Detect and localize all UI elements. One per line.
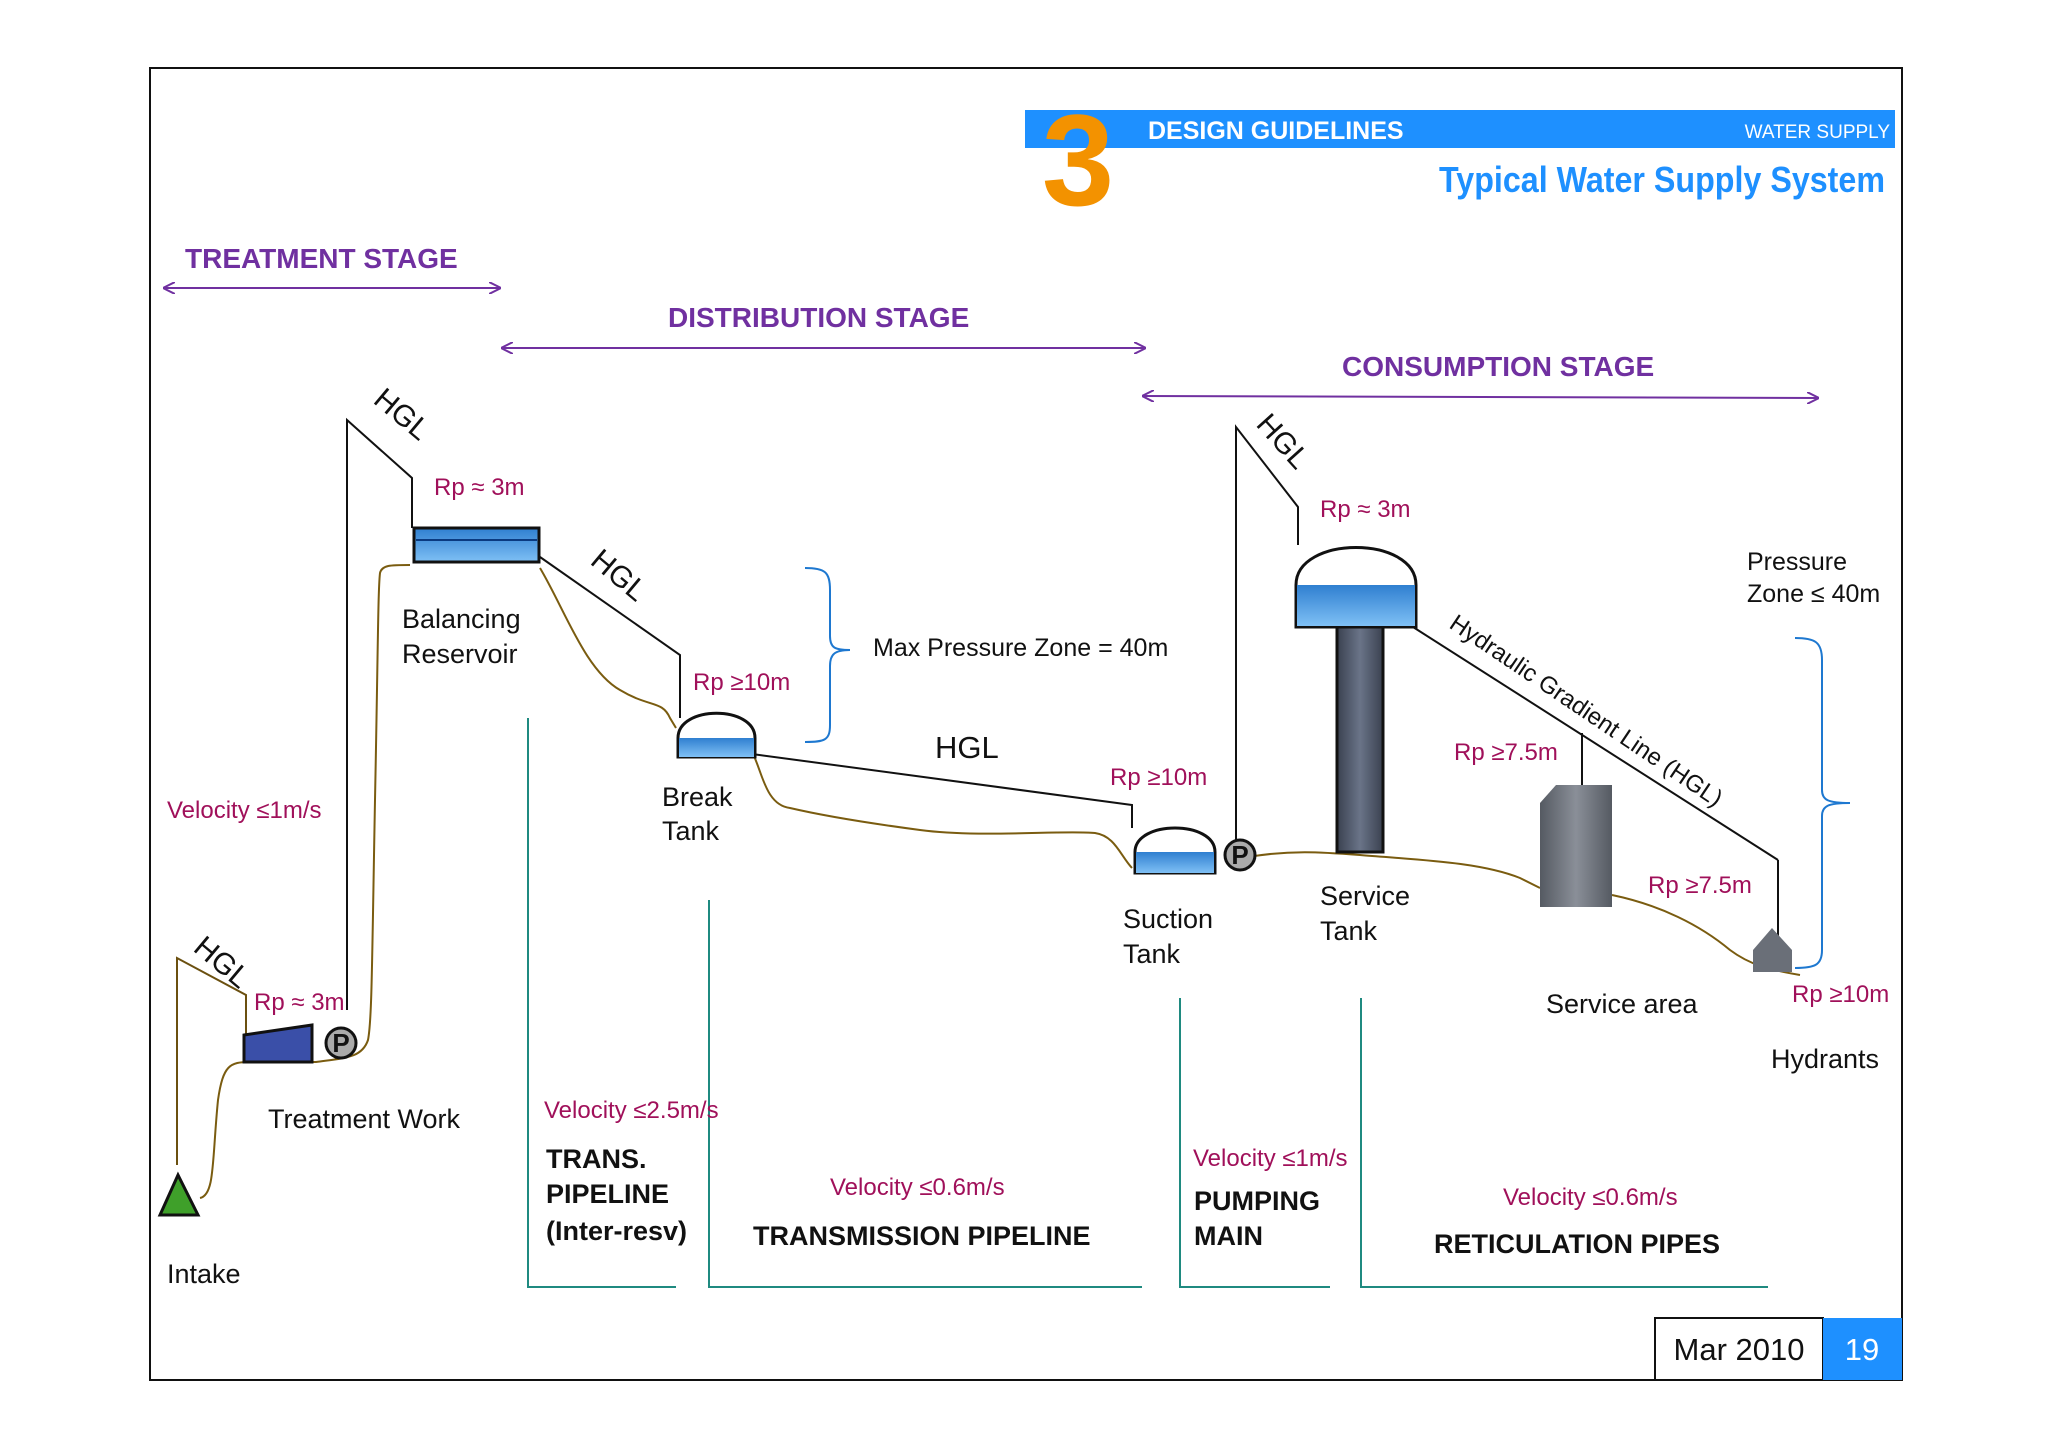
trans-pipeline-velocity-label: Velocity ≤2.5m/s — [544, 1097, 719, 1124]
reservoir-pressure-label: Rp ≈ 3m — [434, 474, 525, 501]
suction-tank-label-line1: Suction — [1123, 904, 1213, 934]
treatment-stage-label: TREATMENT STAGE — [185, 243, 458, 274]
treatment-pump-label: P — [332, 1028, 349, 1058]
page-number: 19 — [1845, 1332, 1879, 1367]
pressure-zone-label-line1: Pressure — [1747, 548, 1847, 576]
service-tank-label-line1: Service — [1320, 881, 1410, 911]
transmission-hgl-label: HGL — [935, 730, 999, 765]
trans-pipeline-label-line3: (Inter-resv) — [546, 1216, 687, 1246]
service-tank-pressure-label: Rp ≈ 3m — [1320, 496, 1411, 523]
treatment-work-icon — [242, 1023, 314, 1064]
suction-tank-water — [1136, 852, 1214, 873]
pumping-main-bracket — [1179, 998, 1330, 1288]
trans-pipeline-label-line1: TRANS. — [546, 1144, 647, 1174]
transmission-pipeline-label: TRANSMISSION PIPELINE — [753, 1221, 1091, 1251]
suction-tank-label-line2: Tank — [1123, 939, 1181, 969]
pumping-main-label-line2: MAIN — [1194, 1221, 1263, 1251]
pressure-zone-label-line2: Zone ≤ 40m — [1747, 580, 1880, 608]
consumption-stage-arrow — [1143, 396, 1818, 398]
balancing-reservoir-label-line2: Reservoir — [402, 639, 518, 669]
break-tank-water — [679, 738, 754, 757]
footer-page-box — [1823, 1318, 1902, 1380]
suction-tank-pressure-label: Rp ≥10m — [1110, 764, 1207, 791]
pumping-pump-icon — [1223, 838, 1257, 872]
pumping-hgl-line — [1235, 424, 1299, 845]
reservoir-hgl-line — [539, 556, 681, 718]
reticulation-pipes-label: RETICULATION PIPES — [1434, 1229, 1720, 1259]
treatment-hgl-label: HGL — [368, 382, 436, 447]
slide-frame — [149, 67, 1903, 1381]
transmission-hgl-line — [751, 753, 1133, 828]
treatment-work-label: Treatment Work — [268, 1104, 461, 1134]
service-area-building-icon — [1540, 785, 1612, 907]
rising-main-velocity-label: Velocity ≤1m/s — [167, 797, 322, 824]
break-tank-label-line2: Tank — [662, 816, 720, 846]
reservoir-hgl-label: HGL — [585, 543, 653, 608]
treatment-hgl-line — [346, 417, 413, 1010]
header-title: DESIGN GUIDELINES — [1148, 117, 1404, 145]
transmission-velocity-label: Velocity ≤0.6m/s — [830, 1174, 1005, 1201]
service-area-pressure-top-label: Rp ≥7.5m — [1454, 739, 1558, 766]
header-band — [1025, 110, 1895, 148]
page-title: Typical Water Supply System — [1439, 159, 1885, 200]
hydrants-label: Hydrants — [1771, 1044, 1879, 1074]
pressure-zone-brace — [1794, 637, 1851, 969]
distribution-stage-label: DISTRIBUTION STAGE — [668, 302, 969, 333]
transmission-bracket — [708, 900, 1142, 1288]
treatment-pressure-label: Rp ≈ 3m — [254, 989, 345, 1016]
intake-hgl-line — [176, 956, 247, 1165]
trans-pipeline-label-line2: PIPELINE — [546, 1179, 669, 1209]
trans-pipeline-bracket — [527, 718, 676, 1288]
break-tank-label-line1: Break — [662, 782, 733, 812]
hydrant-icon — [1753, 928, 1792, 972]
service-tank-water — [1297, 585, 1415, 626]
treatment-pump-icon — [324, 1026, 358, 1060]
service-hgl-label: HGL — [1250, 408, 1316, 476]
intake-label: Intake — [167, 1259, 241, 1289]
balancing-reservoir-label-line1: Balancing — [402, 604, 521, 634]
balancing-reservoir-icon — [412, 526, 541, 564]
max-pressure-brace — [804, 567, 851, 743]
reticulation-bracket — [1360, 998, 1768, 1288]
max-pressure-zone-label: Max Pressure Zone = 40m — [873, 634, 1168, 662]
consumption-stage-label: CONSUMPTION STAGE — [1342, 351, 1654, 382]
hydrant-pressure-label: Rp ≥10m — [1792, 981, 1889, 1008]
service-tank-label-line2: Tank — [1320, 916, 1378, 946]
service-area-pressure-bottom-label: Rp ≥7.5m — [1648, 872, 1752, 899]
break-tank-pressure-label: Rp ≥10m — [693, 669, 790, 696]
pumping-pump-label: P — [1231, 840, 1248, 870]
footer-date-box — [1654, 1317, 1824, 1381]
pumping-main-velocity-label: Velocity ≤1m/s — [1193, 1145, 1348, 1172]
service-area-label: Service area — [1546, 989, 1699, 1019]
intake-hgl-label: HGL — [188, 930, 256, 995]
intake-icon — [157, 1171, 201, 1217]
section-number: 3 — [1042, 87, 1114, 233]
header-category: WATER SUPPLY — [1745, 122, 1891, 143]
hydraulic-gradient-label: Hydraulic Gradient Line (HGL) — [1445, 610, 1728, 813]
reticulation-velocity-label: Velocity ≤0.6m/s — [1503, 1184, 1678, 1211]
pumping-main-label-line1: PUMPING — [1194, 1186, 1320, 1216]
footer-date: Mar 2010 — [1674, 1332, 1805, 1367]
service-tank-tower — [1335, 625, 1385, 854]
pipe-profile — [199, 564, 1801, 1199]
service-hgl-line — [1412, 626, 1779, 861]
